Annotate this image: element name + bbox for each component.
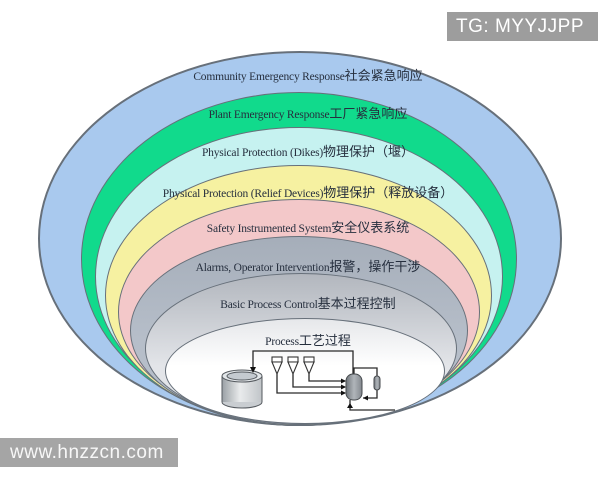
flow-arrows: [250, 367, 368, 408]
pipe-hopper-2: [292, 374, 345, 388]
process-flow-diagram: [221, 350, 395, 411]
label-text-zh: 物理保护（释放设备）: [323, 185, 454, 200]
pipe-hopper-1: [276, 374, 345, 394]
layer-label-physical-protection-dikes: Physical Protection (Dikes)物理保护（堰）: [202, 143, 414, 161]
layer-label-plant-emergency-response: Plant Emergency Response工厂紧急响应: [209, 105, 408, 123]
pipe-right-loop: [353, 367, 378, 399]
label-text-en: Plant Emergency Response: [208, 109, 330, 121]
label-text-en: Safety Instrumented System: [206, 223, 332, 235]
label-text-zh: 工厂紧急响应: [329, 106, 408, 121]
storage-tank-icon: [221, 369, 263, 409]
pipe-top-loop: [252, 350, 354, 374]
label-text-en: Community Emergency Response: [193, 71, 345, 83]
label-text-zh: 基本过程控制: [317, 296, 396, 311]
layer-label-physical-protection-relief-devices: Physical Protection (Relief Devices)物理保护…: [163, 184, 453, 202]
reactor-vessel-icon: [345, 373, 363, 401]
label-text-en: Basic Process Control: [220, 299, 318, 311]
label-text-zh: 报警，操作干涉: [329, 259, 421, 274]
layer-label-basic-process-control: Basic Process Control基本过程控制: [220, 295, 395, 313]
badge-text: TG: MYYJJPP: [456, 15, 584, 37]
watermark-text: www.hnzzcn.com: [10, 441, 164, 463]
label-text-en: Process: [265, 336, 299, 348]
website-watermark: www.hnzzcn.com: [0, 438, 178, 467]
label-text-zh: 物理保护（堰）: [323, 144, 415, 159]
label-text-zh: 社会紧急响应: [344, 68, 423, 83]
layer-ellipse-process: [165, 318, 445, 424]
pipe-bottom-outlet: [349, 400, 395, 411]
layer-label-alarms-operator-intervention: Alarms, Operator Intervention报警，操作干涉: [196, 258, 421, 276]
label-text-en: Alarms, Operator Intervention: [195, 262, 330, 274]
layer-label-safety-instrumented-system: Safety Instrumented System安全仪表系统: [207, 219, 410, 237]
telegram-watermark-badge: TG: MYYJJPP: [447, 12, 598, 41]
layer-label-process: Process工艺过程: [265, 332, 351, 350]
side-exchanger-icon: [373, 375, 381, 391]
label-text-zh: 工艺过程: [298, 333, 351, 348]
layer-label-community-emergency-response: Community Emergency Response社会紧急响应: [193, 67, 422, 85]
feed-hoppers-icon: [271, 356, 315, 376]
label-text-en: Physical Protection (Relief Devices): [162, 188, 324, 200]
label-text-en: Physical Protection (Dikes): [201, 147, 324, 159]
label-text-zh: 安全仪表系统: [331, 220, 410, 235]
pipe-hopper-3: [308, 374, 345, 382]
